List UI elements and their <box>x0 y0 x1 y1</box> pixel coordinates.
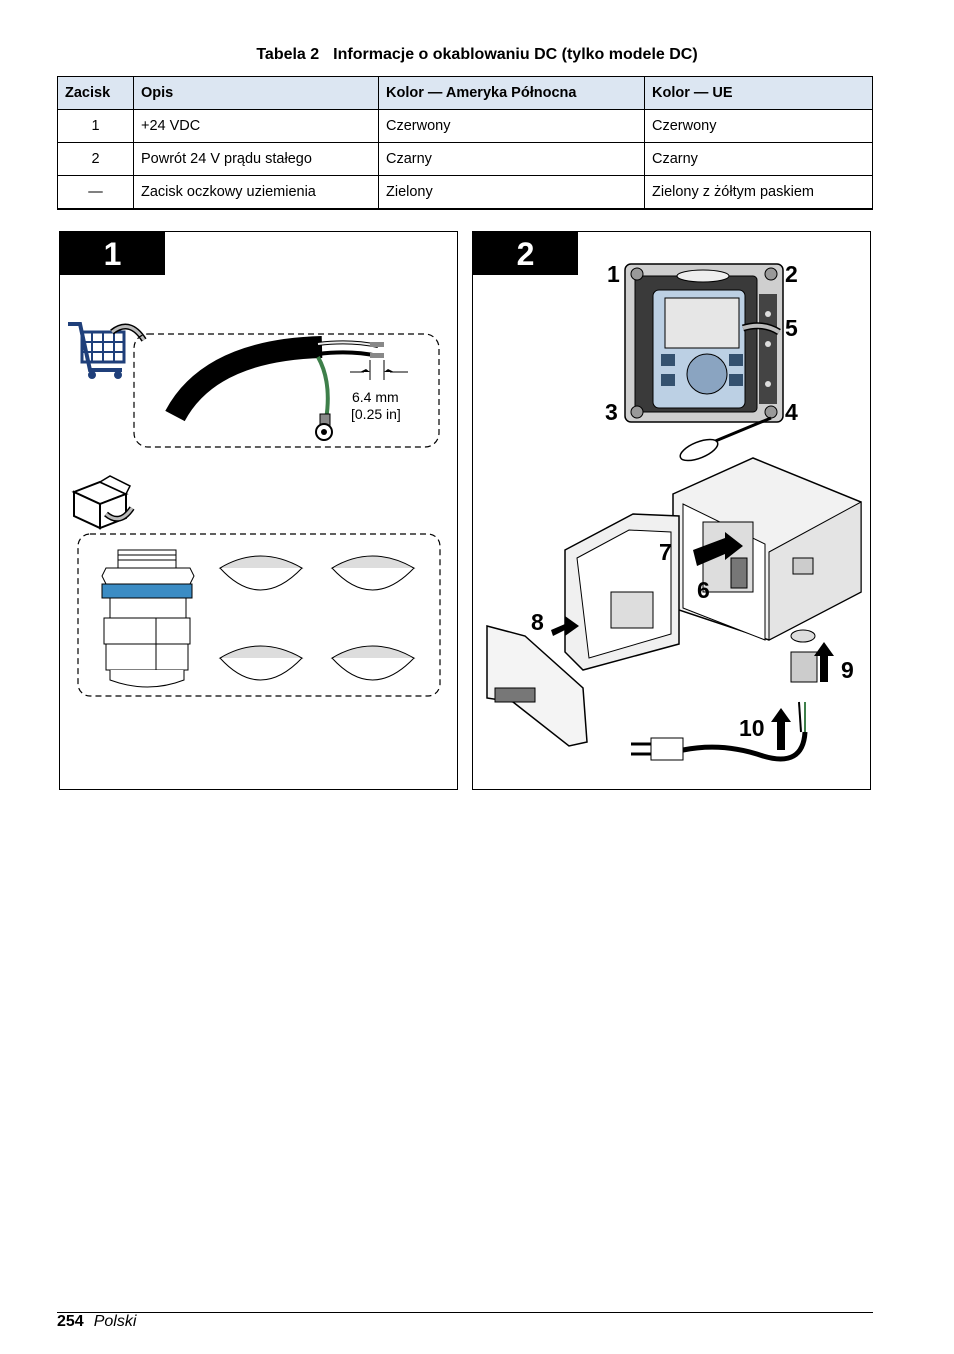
callout-5: 5 <box>785 315 798 341</box>
page-number: 254 <box>57 1313 84 1330</box>
callout-6: 6 <box>697 577 710 603</box>
footer-language: Polski <box>93 1313 137 1330</box>
callout-9: 9 <box>841 657 854 683</box>
table-row: 1 +24 VDC Czerwony Czerwony <box>57 109 873 143</box>
callout-2: 2 <box>785 261 798 287</box>
power-cord <box>631 701 808 762</box>
arrow-9 <box>814 642 834 682</box>
header-opis: Opis <box>133 76 379 110</box>
cell-opis: Zacisk oczkowy uziemienia <box>133 175 379 210</box>
callout-8: 8 <box>531 609 544 635</box>
table-caption-label: Tabela 2 <box>256 46 320 63</box>
cable-drawing <box>165 336 408 441</box>
callout-4: 4 <box>785 399 798 425</box>
table-row: 2 Powrót 24 V prądu stałego Czarny Czarn… <box>57 142 873 176</box>
cable-detail-frame <box>133 333 440 448</box>
cell-opis: Powrót 24 V prądu stałego <box>133 142 379 176</box>
arrow-7 <box>693 532 743 566</box>
cell-kolor-ue: Zielony z żółtym paskiem <box>644 175 873 210</box>
callout-10: 10 <box>739 715 765 741</box>
figure-panel-step2: 2 <box>472 231 871 790</box>
callout-1: 1 <box>607 261 620 287</box>
open-enclosure <box>486 457 862 747</box>
parts-detail-frame <box>77 533 441 697</box>
page-footer: 254 Polski <box>57 1313 136 1331</box>
cable-gland-drawing <box>101 549 195 688</box>
seal-plugs <box>218 555 416 681</box>
strip-length-in: [0.25 in] <box>351 406 401 422</box>
cell-opis: +24 VDC <box>133 109 379 143</box>
screwdriver <box>679 416 772 462</box>
callout-7: 7 <box>659 539 672 565</box>
cell-kolor-na: Czerwony <box>378 109 645 143</box>
cell-zacisk: — <box>57 175 134 210</box>
header-kolor-ue: Kolor — UE <box>644 76 873 110</box>
step1-illustration: 6.4 mm [0.25 in] <box>68 322 441 697</box>
package-icon <box>71 475 135 530</box>
table-row: — Zacisk oczkowy uziemienia Zielony Ziel… <box>57 175 873 210</box>
arrow-8 <box>551 616 579 636</box>
header-zacisk: Zacisk <box>57 76 134 110</box>
callout-3: 3 <box>605 399 618 425</box>
arrow-10 <box>771 708 791 750</box>
table-header-row: Zacisk Opis Kolor — Ameryka Północna Kol… <box>57 76 873 110</box>
table-caption-title: Informacje o okablowaniu DC (tylko model… <box>333 46 698 63</box>
wiring-table: Zacisk Opis Kolor — Ameryka Północna Kol… <box>57 76 873 210</box>
footer-rule <box>57 1312 873 1313</box>
step-number: 1 <box>60 232 165 275</box>
cell-kolor-ue: Czerwony <box>644 109 873 143</box>
shopping-cart-icon <box>68 322 147 379</box>
table-caption: Tabela 2 Informacje o okablowaniu DC (tyl… <box>0 46 954 64</box>
step2-illustration: 1 2 3 4 5 6 7 8 9 10 <box>486 261 862 762</box>
step-number: 2 <box>473 232 578 275</box>
figure-panel-step1: 1 <box>59 231 458 790</box>
header-kolor-na: Kolor — Ameryka Północna <box>378 76 645 110</box>
cell-zacisk: 2 <box>57 142 134 176</box>
cell-kolor-na: Zielony <box>378 175 645 210</box>
cell-kolor-na: Czarny <box>378 142 645 176</box>
controller-front <box>624 263 784 423</box>
strip-length-mm: 6.4 mm <box>352 389 399 405</box>
cell-kolor-ue: Czarny <box>644 142 873 176</box>
cell-zacisk: 1 <box>57 109 134 143</box>
